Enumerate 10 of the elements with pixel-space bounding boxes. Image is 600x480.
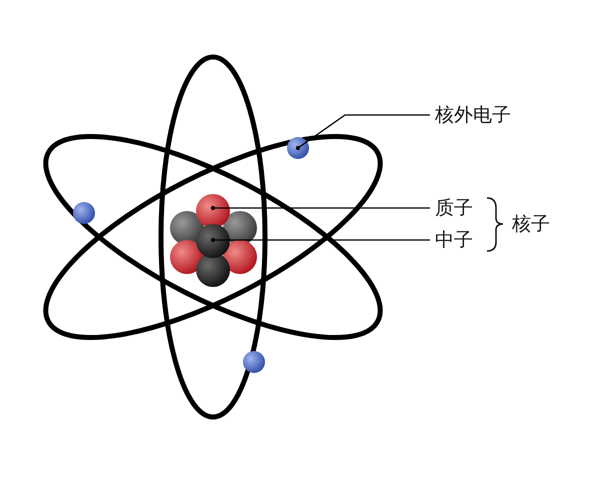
part-label: 核外电子 (435, 103, 511, 127)
leader-line (210, 206, 430, 210)
leader-line (210, 238, 430, 242)
part-label: 中子 (435, 228, 473, 252)
electron-sphere (287, 137, 309, 159)
proton-sphere (196, 194, 230, 228)
neutron-sphere (196, 224, 230, 258)
leader-line (296, 114, 430, 150)
group-label: 核子 (512, 212, 550, 236)
part-label: 质子 (435, 196, 473, 220)
